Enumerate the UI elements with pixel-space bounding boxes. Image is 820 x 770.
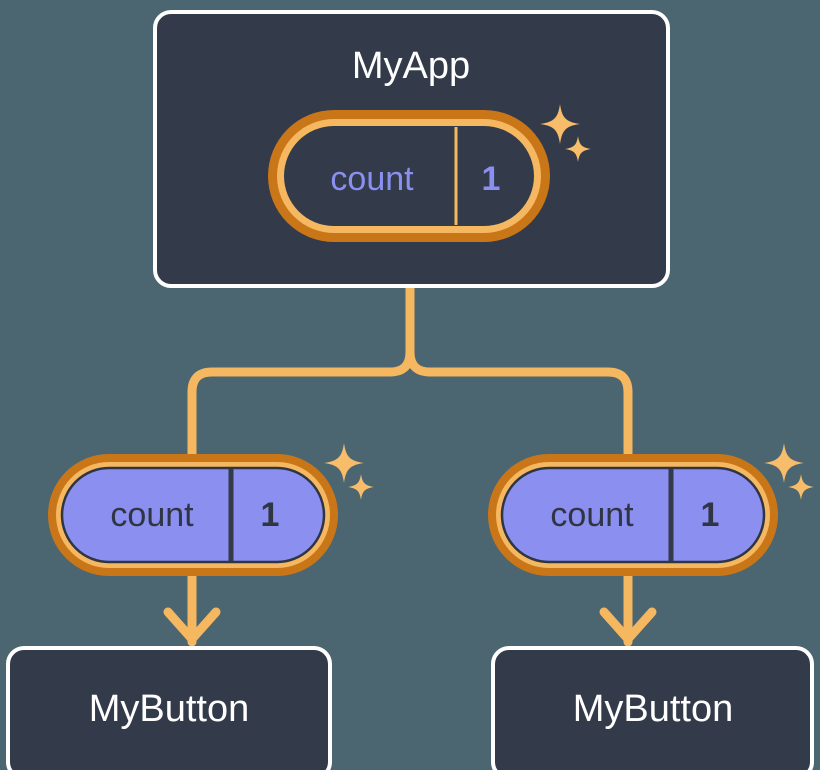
connector-layer xyxy=(163,281,657,647)
state-pill-key-right: count xyxy=(550,496,634,534)
sparkle-icon-small xyxy=(348,474,374,500)
child-component-box-right[interactable]: MyButton xyxy=(491,646,814,770)
child-component-box-left-frame xyxy=(6,646,332,770)
state-pill-value-left: 1 xyxy=(261,496,280,534)
arrow-state-right-to-button-right xyxy=(599,565,657,647)
sparkle-icon-small xyxy=(788,474,814,500)
sparkle-icon-left xyxy=(324,443,374,500)
sparkle-icon-right xyxy=(764,443,814,500)
state-pill-key-left: count xyxy=(110,496,194,534)
root-component-title: MyApp xyxy=(352,45,470,87)
state-pill-body-right xyxy=(500,466,766,564)
state-pill-body xyxy=(284,126,534,226)
child-component-title-right: MyButton xyxy=(573,688,734,730)
sparkle-icon-root xyxy=(540,104,591,162)
sparkle-icon-large xyxy=(764,443,804,483)
root-component-box[interactable]: MyApp count 1 xyxy=(153,10,670,288)
state-pill-count-right[interactable]: count 1 xyxy=(488,443,814,576)
state-pill-value: 1 xyxy=(482,160,501,198)
sparkle-icon-large xyxy=(540,104,580,144)
state-pill-count-root[interactable]: count 1 xyxy=(268,110,550,242)
branch-connector-root-to-children xyxy=(187,281,415,465)
state-pill-count-left[interactable]: count 1 xyxy=(48,443,374,576)
sparkle-icon-small xyxy=(565,136,591,162)
state-pill-key: count xyxy=(330,160,414,198)
sparkle-icon-large xyxy=(324,443,364,483)
arrow-state-left-to-button-left xyxy=(163,565,221,647)
state-pill-value-right: 1 xyxy=(701,496,720,534)
child-component-box-right-frame xyxy=(491,646,814,770)
state-pill-body-left xyxy=(60,466,326,564)
child-component-title-left: MyButton xyxy=(89,688,250,730)
child-component-box-left[interactable]: MyButton xyxy=(6,646,332,770)
branch-connector-root-to-children-right xyxy=(405,347,633,465)
